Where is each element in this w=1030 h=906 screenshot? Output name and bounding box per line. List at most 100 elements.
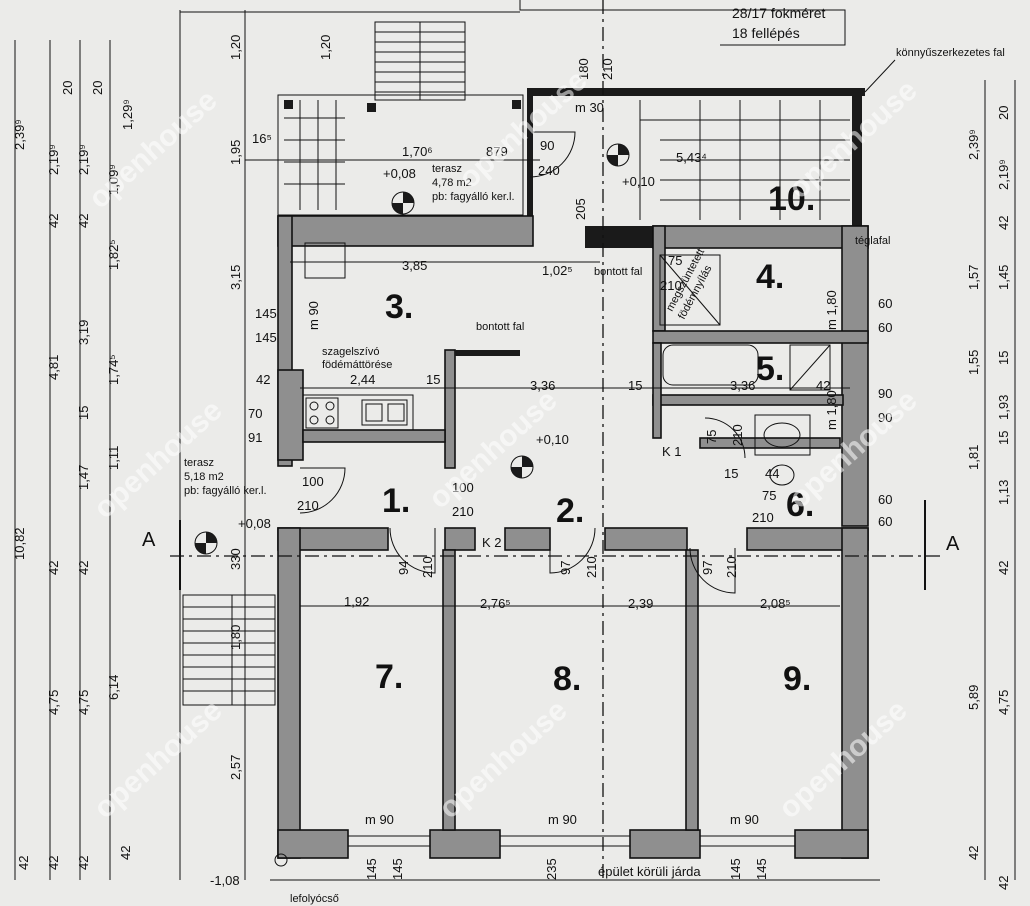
left-stairs	[182, 594, 276, 706]
dim-d25: 15	[628, 378, 642, 393]
dim-L11: 4,81	[46, 355, 61, 380]
level-left-terrace: +0,08	[238, 516, 271, 531]
terrace-top-floor: pb: fagyálló ker.l.	[432, 191, 515, 203]
dim-d35: 210	[730, 424, 745, 446]
dim-R12: 1,13	[996, 480, 1011, 505]
dim-d54: m 90	[548, 812, 577, 827]
hood-label: szagelszívó	[322, 346, 379, 358]
dim-R8: 15	[996, 351, 1011, 365]
dim-R6: 1,45	[996, 265, 1011, 290]
dim-d19: 145	[255, 306, 277, 321]
terrace-top-label: terasz	[432, 163, 462, 175]
dim-d13: 205	[573, 198, 588, 220]
dim-R13: 42	[996, 561, 1011, 575]
dim-d49: 2,39	[628, 596, 653, 611]
dim-d30: 100	[302, 474, 324, 489]
dim-d67: 60	[878, 492, 892, 507]
dimension-lines	[180, 11, 880, 881]
light-wall-label: könnyűszerkezetes fal	[896, 47, 1005, 59]
room-10-number: 10.	[768, 180, 815, 218]
dim-L19: 42	[76, 561, 91, 575]
dim-L14: 15	[76, 406, 91, 420]
dim-d61: m 1,80	[824, 290, 839, 330]
dim-R15: 4,75	[996, 690, 1011, 715]
dim-d60: 145	[754, 858, 769, 880]
doors	[299, 131, 746, 594]
dim-d45: 97	[700, 561, 715, 575]
sidewalk-label: épület körüli járda	[598, 864, 701, 879]
dim-d3: 180	[576, 58, 591, 80]
dim-L5: 2,19⁹	[76, 144, 91, 175]
dim-d39: 210	[752, 510, 774, 525]
stair-note-line2: 18 fellépés	[732, 25, 800, 41]
dim-R11: 15	[996, 431, 1011, 445]
dim-R2: 20	[996, 106, 1011, 120]
dim-d1: 1,20	[228, 35, 243, 60]
dim-L18: 42	[46, 561, 61, 575]
dim-d34: 75	[704, 430, 719, 444]
terrace-left-label: terasz	[184, 457, 214, 469]
dim-R14: 5,89	[966, 685, 981, 710]
dim-d52: 2,57	[228, 755, 243, 780]
dim-d9: 90	[540, 138, 554, 153]
removed-wall-top: bontott fal	[594, 266, 642, 278]
dim-R10: 1,81	[966, 445, 981, 470]
dim-d17: 210	[660, 278, 682, 293]
dim-d15: 1,02⁵	[542, 263, 573, 278]
dim-d26: 3,36	[730, 378, 755, 393]
dim-L4: 2,19⁹	[46, 144, 61, 175]
dim-R16: 42	[966, 846, 981, 860]
dim-L20: 4,75	[46, 690, 61, 715]
dim-d44: 210	[584, 556, 599, 578]
dim-d50: 2,08⁵	[760, 596, 791, 611]
dim-d63: 60	[878, 296, 892, 311]
dim-d2: 1,20	[318, 35, 333, 60]
dim-d51: 1,80	[228, 625, 243, 650]
dim-L26: 42	[118, 846, 133, 860]
room-5-number: 5.	[756, 350, 784, 388]
dim-L1: 2,39⁹	[12, 119, 27, 150]
dim-d41: 94	[396, 561, 411, 575]
dim-d59: 145	[728, 858, 743, 880]
dim-d43: 97	[558, 561, 573, 575]
dim-d53: m 90	[365, 812, 394, 827]
dim-d12: 1,95	[228, 140, 243, 165]
level-staircase: +0,10	[622, 174, 655, 189]
dim-d20: 145	[255, 330, 277, 345]
dim-L3: 20	[90, 81, 105, 95]
dim-d32: 100	[452, 480, 474, 495]
dim-d7: 1,70⁶	[402, 144, 433, 159]
windows-bottom	[348, 835, 795, 847]
stair-note-box: 28/17 fokméret 18 fellépés	[519, 0, 846, 46]
room-4-number: 4.	[756, 258, 784, 296]
terrace-left-area: 5,18 m2	[184, 471, 224, 483]
dim-d28: 70	[248, 406, 262, 421]
dim-d4: 210	[600, 58, 615, 80]
room-6-number: 6.	[786, 486, 814, 524]
dim-d57: 145	[390, 858, 405, 880]
dim-L10: 1,82⁵	[106, 239, 121, 270]
section-a-right: A	[946, 533, 960, 555]
dim-L16: 1,47	[76, 465, 91, 490]
kitchen-counter	[302, 394, 414, 431]
dim-d62: m 1,80	[824, 390, 839, 430]
dim-d18: 3,15	[228, 265, 243, 290]
dim-d66: 90	[878, 410, 892, 425]
dim-d27: 42	[256, 372, 270, 387]
dim-d8: 879	[486, 144, 508, 159]
level-ground: -1,08	[210, 873, 240, 888]
dim-d48: 2,76⁵	[480, 596, 511, 611]
room-8-number: 8.	[553, 660, 581, 698]
bathroom-fixtures	[659, 254, 831, 486]
dim-d64: 60	[878, 320, 892, 335]
dim-d40: 330	[228, 548, 243, 570]
dim-d36: 15	[724, 466, 738, 481]
right-dimension-chains	[984, 80, 1016, 880]
left-dimension-chains	[14, 10, 246, 880]
dim-R4: 42	[996, 216, 1011, 230]
brick-wall-label: téglafal	[855, 235, 890, 247]
room-3-number: 3.	[385, 288, 413, 326]
terrace-top-area: 4,78 m2	[432, 177, 472, 189]
dim-d14: 3,85	[402, 258, 427, 273]
